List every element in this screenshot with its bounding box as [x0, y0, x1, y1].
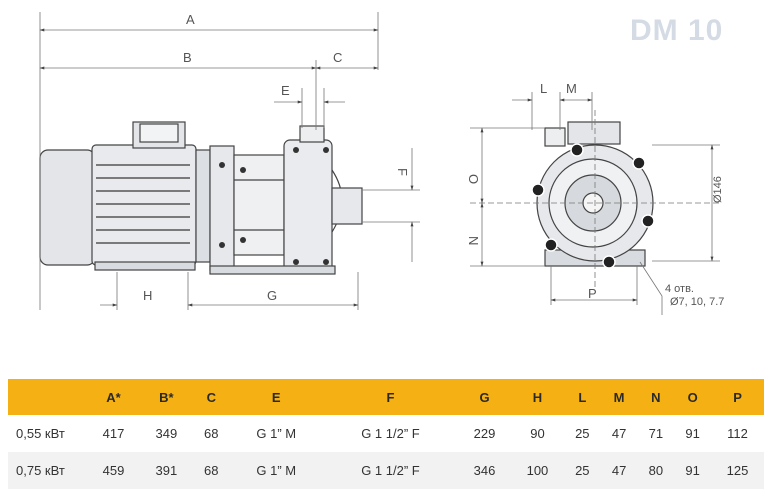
header-cell: P	[711, 379, 764, 415]
dim-label-g: G	[267, 288, 277, 303]
table-cell: 0,55 кВт	[8, 415, 87, 452]
front-view	[531, 121, 655, 269]
spec-table: A* B* C E F G H L M N O P 0,55 кВт 417 3…	[8, 379, 764, 489]
table-cell: 71	[637, 415, 675, 452]
table-cell: G 1” M	[229, 452, 323, 489]
technical-drawing: A B C E F H G L M N O P Ø146 4 отв. Ø7, …	[39, 12, 724, 315]
table-cell: 349	[139, 415, 193, 452]
table-cell: 80	[637, 452, 675, 489]
dim-label-n: N	[466, 236, 481, 245]
header-cell: H	[510, 379, 564, 415]
header-cell: L	[563, 379, 601, 415]
table-row: 0,75 кВт 459 391 68 G 1” M G 1 1/2” F 34…	[8, 452, 764, 489]
header-cell: F	[322, 379, 459, 415]
dim-label-b: B	[183, 50, 192, 65]
table-cell: 68	[192, 452, 230, 489]
table-cell: G 1 1/2” F	[322, 452, 459, 489]
table-header-row: A* B* C E F G H L M N O P	[8, 379, 764, 415]
dim-label-a: A	[186, 12, 195, 27]
header-cell	[8, 379, 87, 415]
header-cell: O	[674, 379, 712, 415]
table-cell: 100	[510, 452, 564, 489]
table-cell: 47	[600, 415, 638, 452]
header-cell: A*	[87, 379, 140, 415]
dim-label-diameter: Ø146	[712, 176, 724, 203]
table-cell: 459	[87, 452, 140, 489]
model-title: DM 10	[630, 14, 724, 47]
table-cell: 25	[563, 415, 601, 452]
table-cell: 91	[674, 415, 712, 452]
table-cell: 0,75 кВт	[8, 452, 87, 489]
table-cell: 47	[600, 452, 638, 489]
dim-label-m: M	[566, 81, 577, 96]
dim-label-o: O	[466, 174, 481, 184]
header-cell: C	[192, 379, 230, 415]
dim-label-f: F	[395, 168, 410, 176]
side-view	[39, 121, 363, 275]
header-cell: G	[458, 379, 511, 415]
header-cell: B*	[139, 379, 193, 415]
table-cell: 91	[674, 452, 712, 489]
side-dimensions	[39, 12, 420, 310]
table-cell: 68	[192, 415, 230, 452]
table-cell: 391	[139, 452, 193, 489]
table-cell: 125	[711, 452, 764, 489]
table-cell: 25	[563, 452, 601, 489]
table-cell: 346	[458, 452, 511, 489]
header-cell: N	[637, 379, 675, 415]
table-cell: 229	[458, 415, 511, 452]
table-cell: 417	[87, 415, 140, 452]
dim-label-p: P	[588, 286, 597, 301]
holes-size-label: Ø7, 10, 7.7	[670, 296, 724, 308]
table-cell: 112	[711, 415, 764, 452]
table-row: 0,55 кВт 417 349 68 G 1” M G 1 1/2” F 22…	[8, 415, 764, 452]
table-cell: G 1 1/2” F	[322, 415, 459, 452]
holes-count-label: 4 отв.	[665, 283, 694, 295]
dim-label-h: H	[143, 288, 152, 303]
front-dimensions	[470, 92, 720, 315]
table-cell: G 1” M	[229, 415, 323, 452]
dim-label-e: E	[281, 83, 290, 98]
table-cell: 90	[510, 415, 564, 452]
header-cell: M	[600, 379, 638, 415]
dim-label-c: C	[333, 50, 342, 65]
header-cell: E	[229, 379, 323, 415]
dim-label-l: L	[540, 81, 547, 96]
